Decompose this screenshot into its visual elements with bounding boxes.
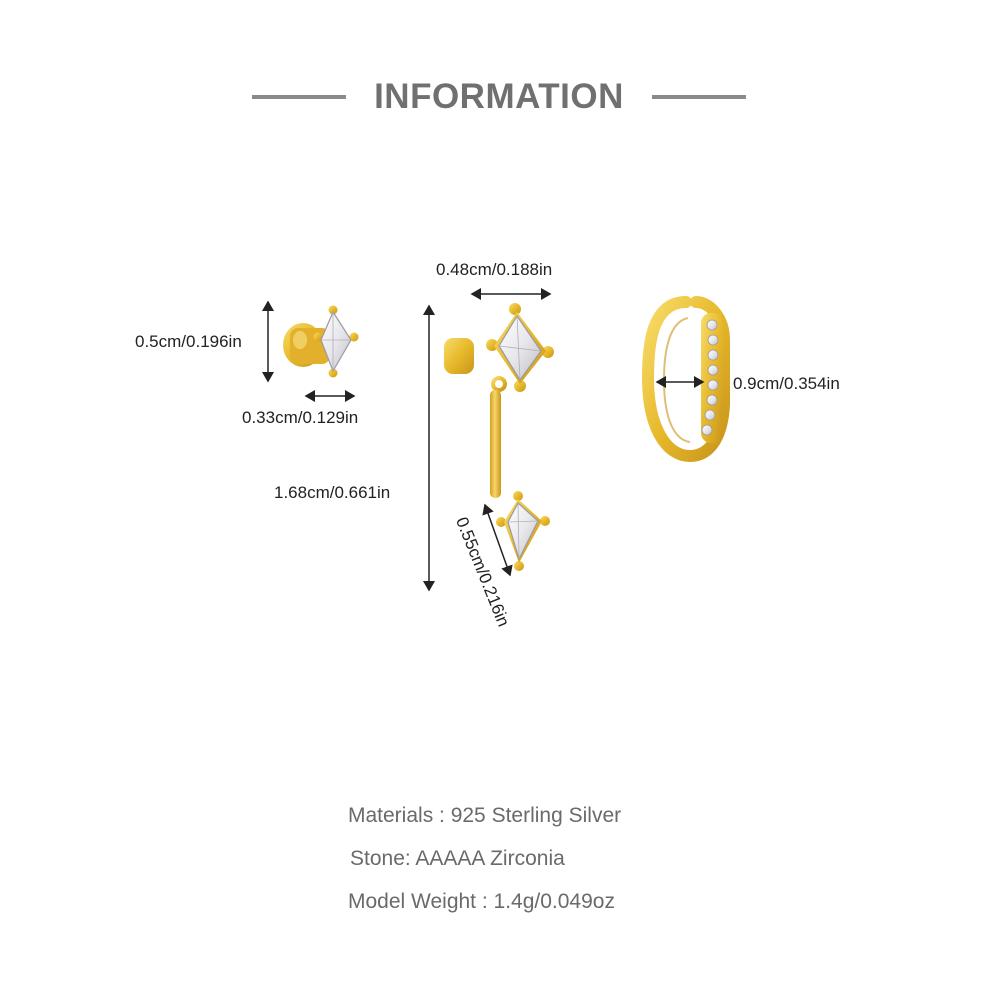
- page-title: INFORMATION: [374, 77, 624, 116]
- hoop-earring-icon: [641, 296, 730, 463]
- header-divider-left: [252, 95, 346, 99]
- stud-height-label: 0.5cm/0.196in: [135, 332, 242, 351]
- materials-spec: Materials : 925 Sterling Silver: [348, 804, 622, 827]
- drop-length-label: 1.68cm/0.661in: [274, 483, 391, 502]
- drop-bottom-stone-arrow: [482, 503, 513, 577]
- specifications: Materials : 925 Sterling Silver Stone: A…: [348, 800, 748, 929]
- stud-width-label: 0.33cm/0.129in: [242, 408, 359, 427]
- drop-earring-icon: [444, 303, 554, 571]
- stud-earring-icon: [283, 305, 359, 378]
- weight-spec: Model Weight : 1.4g/0.049oz: [348, 890, 615, 913]
- drop-top-width-label: 0.48cm/0.188in: [436, 260, 553, 279]
- header: INFORMATION: [0, 72, 1000, 122]
- hoop-diameter-label: 0.9cm/0.354in: [733, 374, 840, 393]
- header-divider-right: [652, 95, 746, 99]
- hoop-stones: [701, 319, 719, 436]
- stone-spec: Stone: AAAAA Zirconia: [350, 847, 565, 870]
